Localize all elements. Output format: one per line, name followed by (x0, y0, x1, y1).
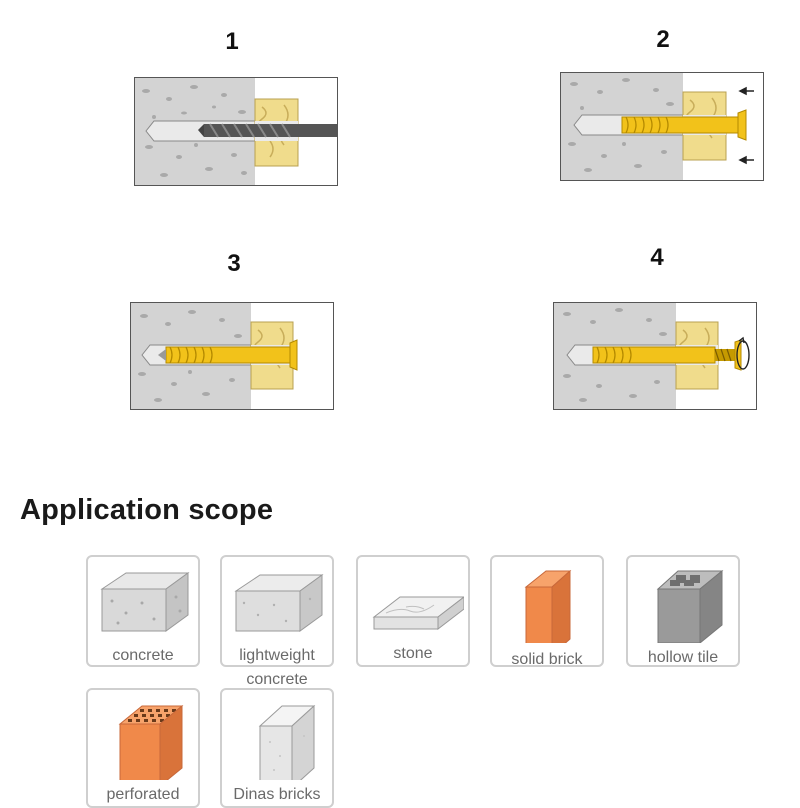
concrete-speckles (142, 85, 247, 177)
hollow-tile-icon (656, 569, 724, 643)
material-card-hollow-tile: hollow tile (626, 555, 740, 667)
plastic-anchor (158, 339, 298, 371)
material-label-lightweight-line2: concrete (246, 671, 308, 688)
material-card-lightweight-concrete: lightweight concrete (220, 555, 334, 688)
step-3-anchor-seated-diagram (130, 302, 334, 410)
concrete-speckles (138, 310, 242, 402)
material-card-stone: stone (356, 555, 470, 667)
dinas-brick-icon (258, 704, 316, 780)
rotation-arrow-icon (736, 336, 750, 370)
drill-bit (198, 123, 338, 138)
step-number-1: 1 (225, 28, 239, 55)
lightweight-concrete-block-icon (234, 574, 324, 632)
material-label-dinas-bricks: Dinas bricks (233, 786, 321, 803)
material-card-concrete: concrete (86, 555, 200, 667)
concrete-speckles (563, 308, 667, 402)
step-1-drilling-diagram (134, 77, 338, 186)
material-card-solid-brick: solid brick (490, 555, 604, 668)
plastic-anchor (592, 339, 742, 371)
step-2-insert-anchor-diagram (560, 72, 764, 181)
material-label-hollow-tile: hollow tile (647, 649, 719, 666)
perforated-brick-icon (118, 704, 184, 780)
push-arrows (738, 86, 754, 165)
solid-brick-icon (524, 569, 572, 643)
application-scope-title: Application scope (20, 494, 274, 526)
step-number-4: 4 (650, 244, 664, 271)
step-4-screw-tighten-diagram (553, 302, 757, 410)
material-label-solid-brick: solid brick (511, 651, 583, 668)
material-label-concrete: concrete (112, 647, 174, 664)
step-number-2: 2 (656, 26, 670, 53)
material-card-perforated: perforated (86, 688, 200, 808)
concrete-speckles (568, 78, 674, 172)
step-number-3: 3 (227, 250, 241, 277)
concrete-block-icon (100, 572, 190, 632)
material-label-stone: stone (393, 645, 433, 662)
stone-slab-icon (372, 596, 464, 631)
plastic-anchor (621, 109, 747, 141)
material-card-dinas-bricks: Dinas bricks (220, 688, 334, 808)
material-label-lightweight: lightweight (239, 647, 315, 664)
material-label-perforated: perforated (106, 786, 180, 803)
